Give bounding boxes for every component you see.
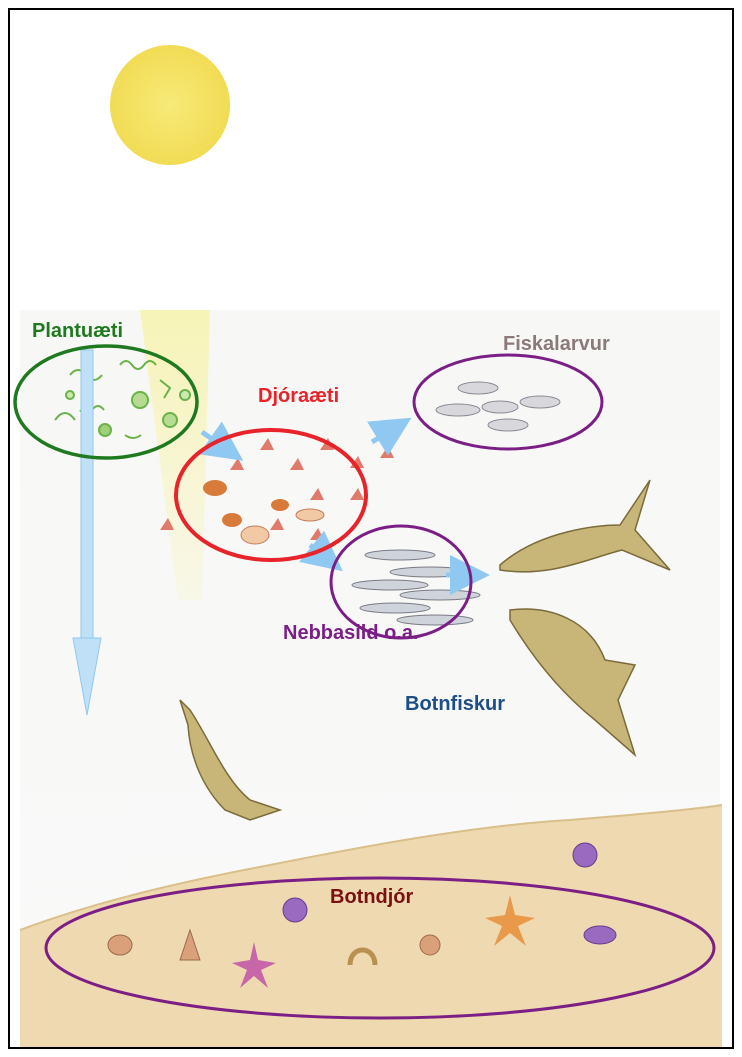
label-nebbasild: Nebbasild o.a. [283, 622, 419, 645]
label-botndjor: Botndjór [330, 886, 413, 909]
food-web-diagram: Plantuæti Djóraæti Fiskalarvur Nebbasild… [8, 8, 734, 1049]
label-fiskalarvur: Fiskalarvur [503, 333, 610, 356]
label-djoraeti: Djóraæti [258, 385, 339, 408]
label-botnfiskur: Botnfiskur [405, 693, 505, 716]
sun-icon [110, 45, 230, 165]
label-plantuaeti: Plantuæti [32, 320, 123, 343]
